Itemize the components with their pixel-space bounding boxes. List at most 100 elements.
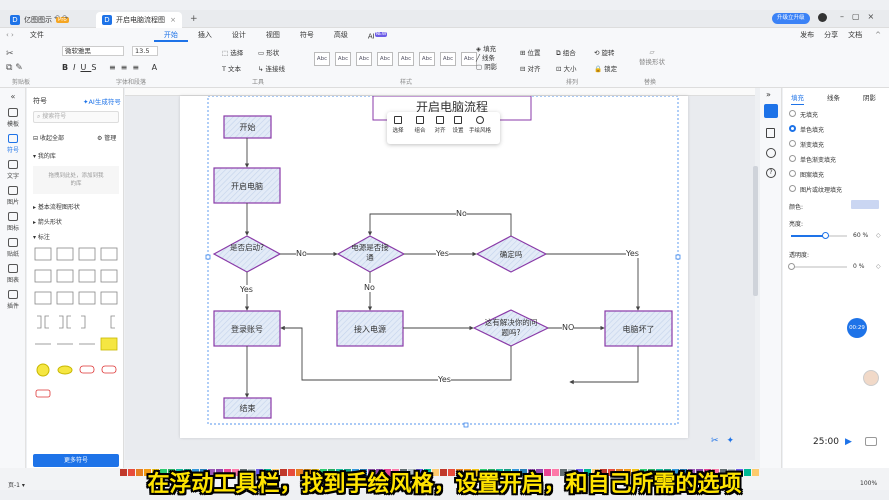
palette-swatch[interactable] (456, 469, 463, 476)
radio-solid-gradient[interactable] (789, 155, 796, 162)
rotate-button[interactable]: ⟲ 旋转 (594, 49, 615, 57)
palette-swatch[interactable] (144, 469, 151, 476)
palette-swatch[interactable] (224, 469, 231, 476)
collapse-ribbon-icon[interactable]: ^ (875, 31, 881, 39)
menu-start[interactable]: 开始 (153, 28, 188, 42)
node-plug[interactable] (336, 310, 404, 347)
palette-swatch[interactable] (600, 469, 607, 476)
palette-swatch[interactable] (632, 469, 639, 476)
category-basic-flowchart[interactable]: ▸ 基本流程图形状 (33, 204, 80, 211)
palette-swatch[interactable] (216, 469, 223, 476)
palette-swatch[interactable] (360, 469, 367, 476)
position-button[interactable]: ⊞ 位置 (520, 49, 541, 57)
palette-swatch[interactable] (576, 469, 583, 476)
palette-swatch[interactable] (496, 469, 503, 476)
style-panel-icon[interactable] (764, 104, 778, 118)
palette-swatch[interactable] (520, 469, 527, 476)
brightness-stepper[interactable]: ◇ (876, 232, 881, 239)
palette-swatch[interactable] (400, 469, 407, 476)
style-sample[interactable]: Abc (461, 52, 477, 66)
menu-insert[interactable]: 插入 (197, 31, 212, 39)
new-tab-button[interactable]: + (190, 14, 198, 24)
node-started-q[interactable] (212, 235, 282, 273)
palette-swatch[interactable] (416, 469, 423, 476)
palette-swatch[interactable] (480, 469, 487, 476)
palette-swatch[interactable] (368, 469, 375, 476)
palette-swatch[interactable] (336, 469, 343, 476)
palette-swatch[interactable] (392, 469, 399, 476)
shape-tool[interactable]: ▭ 形状 (258, 49, 280, 57)
close-tab-icon[interactable]: × (170, 16, 176, 24)
palette-swatch[interactable] (624, 469, 631, 476)
video-control-icon[interactable] (865, 437, 877, 446)
menu-symbol[interactable]: 符号 (299, 31, 314, 39)
palette-swatch[interactable] (728, 469, 735, 476)
radio-image-fill[interactable] (789, 185, 796, 192)
palette-swatch[interactable] (136, 469, 143, 476)
fill-line-shadow[interactable]: ◈ 填充╱ 线条▢ 阴影 (476, 45, 498, 71)
node-start[interactable] (223, 115, 272, 139)
radio-solid-fill[interactable] (789, 125, 796, 132)
page-select[interactable]: 页-1 ▾ (8, 482, 25, 489)
palette-swatch[interactable] (688, 469, 695, 476)
category-arrows[interactable]: ▸ 箭头形状 (33, 219, 62, 226)
nav-icons[interactable]: ‹ › (6, 31, 14, 39)
resize-handle[interactable] (675, 254, 681, 260)
nav-plugin[interactable]: 插件 (0, 290, 26, 310)
history-icons[interactable]: ↶ ↷ (54, 14, 68, 22)
palette-swatch[interactable] (592, 469, 599, 476)
palette-swatch[interactable] (544, 469, 551, 476)
palette-swatch[interactable] (312, 469, 319, 476)
callout-shapes[interactable] (33, 246, 119, 416)
palette-swatch[interactable] (176, 469, 183, 476)
expand-panel-icon[interactable]: » (766, 90, 771, 99)
symbol-search-input[interactable]: ⌕ 搜索符号 (33, 111, 119, 123)
zoom-level[interactable]: 100% (860, 480, 878, 487)
palette-swatch[interactable] (672, 469, 679, 476)
palette-swatch[interactable] (720, 469, 727, 476)
menu-advanced[interactable]: 高级 (333, 31, 348, 39)
palette-swatch[interactable] (232, 469, 239, 476)
nav-symbol[interactable]: 符号 (0, 134, 26, 154)
palette-swatch[interactable] (296, 469, 303, 476)
transparency-stepper[interactable]: ◇ (876, 263, 881, 270)
style-sample[interactable]: Abc (377, 52, 393, 66)
style-sample[interactable]: Abc (419, 52, 435, 66)
float-select-button[interactable]: 选择 (387, 116, 409, 134)
float-settings-button[interactable]: 设置 (447, 116, 469, 134)
share-button[interactable]: 分享 (824, 31, 839, 39)
radio-no-fill[interactable] (789, 110, 796, 117)
node-broken[interactable] (604, 310, 673, 347)
node-end[interactable] (223, 397, 272, 419)
palette-swatch[interactable] (280, 469, 287, 476)
menu-ai[interactable]: AINEW (367, 32, 388, 41)
palette-swatch[interactable] (304, 469, 311, 476)
replace-shape-button[interactable]: ▱替换形状 (639, 48, 665, 66)
menu-design[interactable]: 设计 (231, 31, 246, 39)
palette-swatch[interactable] (240, 469, 247, 476)
palette-swatch[interactable] (704, 469, 711, 476)
palette-swatch[interactable] (696, 469, 703, 476)
palette-swatch[interactable] (320, 469, 327, 476)
history-icon[interactable] (766, 148, 776, 158)
avatar[interactable] (818, 13, 827, 22)
palette-swatch[interactable] (584, 469, 591, 476)
palette-swatch[interactable] (664, 469, 671, 476)
palette-swatch[interactable] (192, 469, 199, 476)
play-icon[interactable]: ▶ (845, 437, 852, 447)
palette-swatch[interactable] (384, 469, 391, 476)
canvas-ai-icons[interactable]: ✂✦ (711, 436, 743, 446)
palette-swatch[interactable] (272, 469, 279, 476)
palette-swatch[interactable] (168, 469, 175, 476)
palette-swatch[interactable] (424, 469, 431, 476)
radio-gradient-fill[interactable] (789, 140, 796, 147)
palette-swatch[interactable] (432, 469, 439, 476)
style-sample[interactable]: Abc (335, 52, 351, 66)
style-sample[interactable]: Abc (314, 52, 330, 66)
doc-tab[interactable]: D 开启电脑流程图 × (96, 12, 182, 28)
menu-view[interactable]: 视图 (265, 31, 280, 39)
drawing-page[interactable]: 开启电脑流程 开始 开启电脑 是否启动? 电源是否接通 确定吗 登录账号 接入电… (180, 96, 688, 438)
vertical-scrollbar[interactable] (753, 166, 758, 296)
lock-button[interactable]: 🔒 锁定 (594, 65, 618, 73)
palette-swatch[interactable] (640, 469, 647, 476)
